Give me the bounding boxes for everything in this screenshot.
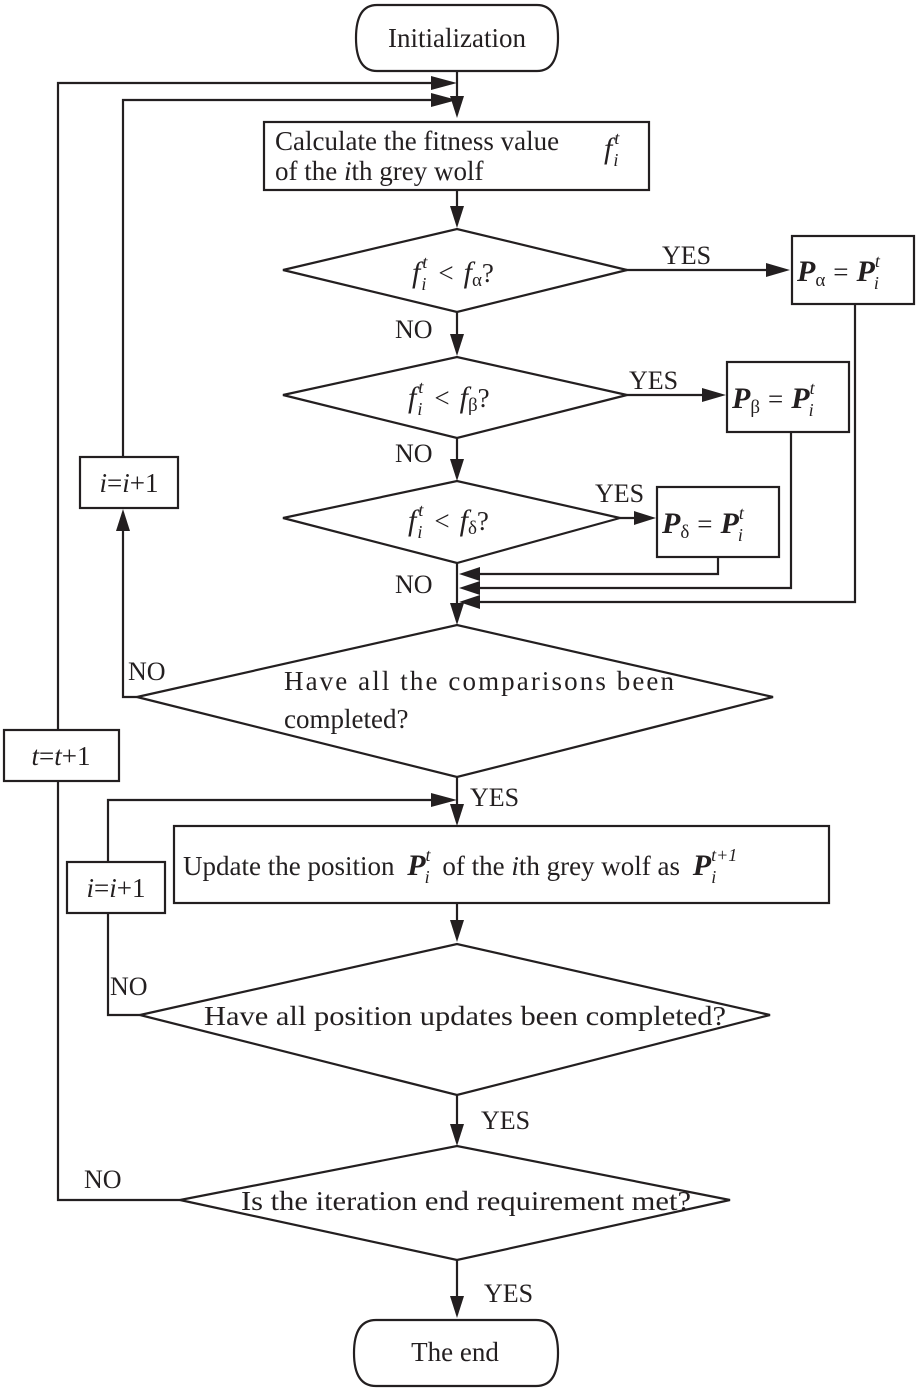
connector-i-loop-top	[121, 98, 440, 466]
arrowhead	[450, 920, 464, 942]
end-label: The end	[411, 1337, 499, 1367]
decision-updates-label: Have all position updates been completed…	[204, 1001, 726, 1031]
arrowhead	[634, 511, 656, 525]
increment-i-label-2: i=i+1	[87, 873, 146, 903]
no-label-comparisons: NO	[128, 657, 166, 686]
arrowhead	[450, 603, 464, 625]
increment-i-label: i=i+1	[100, 468, 159, 498]
no-label-alpha: NO	[395, 315, 433, 344]
fitness-process-box: Calculate the fitness value of the ith g…	[262, 120, 651, 192]
yes-label-iteration: YES	[484, 1279, 533, 1308]
arrowhead	[431, 93, 457, 107]
connector-pdelta-return	[478, 557, 720, 576]
decision-comparisons-line2: completed?	[284, 704, 408, 734]
decision-iteration-end: Is the iteration end requirement met?	[179, 1144, 731, 1262]
arrowhead	[766, 263, 790, 277]
connector-update-i-loop-top	[106, 798, 440, 862]
increment-i-box-comparisons: i=i+1	[78, 455, 180, 510]
arrowhead	[116, 509, 130, 531]
arrowhead	[459, 581, 480, 595]
arrowhead	[431, 76, 457, 90]
arrowhead	[450, 1124, 464, 1146]
arrowhead	[431, 793, 457, 807]
yes-label-delta: YES	[595, 479, 644, 508]
connector-t-loop-lower	[56, 780, 180, 1202]
decision-updates-completed: Have all position updates been completed…	[139, 942, 771, 1097]
decision-comparisons-completed: Have all the comparisons been completed?	[136, 623, 774, 779]
fitness-line2: of the ith grey wolf	[275, 156, 483, 186]
arrowhead	[450, 1296, 464, 1318]
arrowhead	[450, 334, 464, 356]
yes-label-beta: YES	[629, 366, 678, 395]
connector-i-loop-bottom	[121, 525, 137, 699]
connector-update-i-loop-bottom	[106, 913, 140, 1017]
arrowhead	[450, 206, 464, 228]
arrowhead	[459, 567, 480, 581]
end-terminal: The end	[352, 1318, 560, 1388]
increment-t-box: t=t+1	[2, 728, 121, 783]
arrowhead	[459, 595, 480, 609]
decision-iteration-label: Is the iteration end requirement met?	[241, 1186, 691, 1216]
connector-pbeta-return	[478, 432, 793, 590]
start-terminal: Initialization	[354, 3, 560, 73]
fitness-line1: Calculate the fitness value	[275, 126, 559, 156]
connector-t-loop	[56, 81, 440, 730]
no-label-iteration: NO	[84, 1165, 122, 1194]
connector-palpha-return	[478, 305, 857, 604]
arrowhead	[450, 96, 464, 118]
decision-comparisons-line1: Have all the comparisons been	[284, 666, 675, 696]
yes-label-updates: YES	[481, 1106, 530, 1135]
increment-t-label: t=t+1	[32, 741, 91, 771]
no-label-updates: NO	[110, 972, 148, 1001]
arrowhead	[702, 388, 726, 402]
yes-label-comparisons: YES	[470, 783, 519, 812]
arrowhead	[450, 459, 464, 481]
arrowhead	[450, 804, 464, 826]
yes-label-alpha: YES	[662, 241, 711, 270]
increment-i-box-updates: i=i+1	[65, 860, 167, 915]
start-label: Initialization	[388, 23, 526, 53]
no-label-beta: NO	[395, 439, 433, 468]
no-label-delta: NO	[395, 570, 433, 599]
